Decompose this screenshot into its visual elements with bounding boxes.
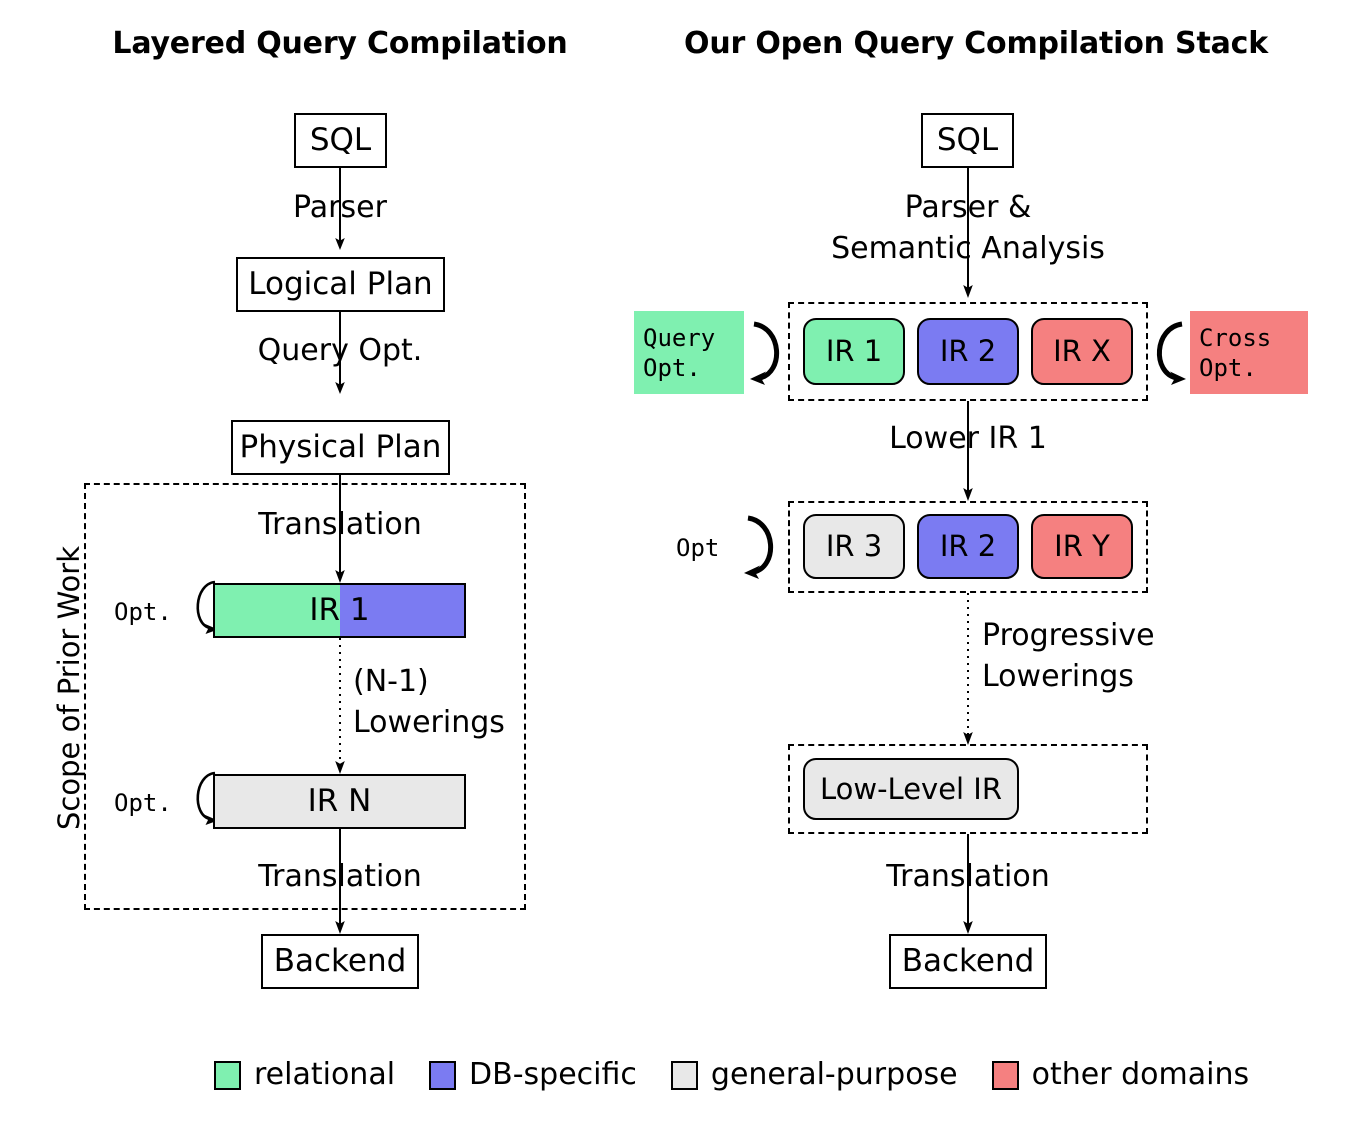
- cross-opt-arrow-icon: [1157, 321, 1186, 385]
- right-ir-row2-chip-0[interactable]: IR 3: [803, 514, 905, 579]
- right-arrow-parser: [963, 168, 973, 298]
- left-ir1-half-db-specific: [339, 585, 464, 636]
- legend-label-relational: relational: [254, 1057, 396, 1092]
- right-ir-row2-chip-1[interactable]: IR 2: [917, 514, 1019, 579]
- legend-item-2: general-purpose: [670, 1057, 958, 1092]
- right-edge-label-parser-b: Semantic Analysis: [831, 231, 1105, 266]
- left-arrow-parser: [335, 168, 345, 250]
- left-edge-label-query-opt: Query Opt.: [257, 333, 423, 368]
- legend-label-general-purpose: general-purpose: [710, 1057, 958, 1092]
- right-arrow-translation: [963, 834, 973, 934]
- right-arrow-lower-ir1: [963, 401, 973, 501]
- legend-item-3: other domains: [991, 1057, 1250, 1092]
- legend-swatch-relational: [214, 1060, 241, 1090]
- legend-item-1: DB-specific: [429, 1060, 637, 1090]
- left-edge-label-translation-top: Translation: [258, 507, 422, 542]
- right-edge-label-translation: Translation: [886, 859, 1050, 894]
- right-node-sql[interactable]: SQL: [921, 113, 1014, 168]
- right-ir-row1-chip-0[interactable]: IR 1: [803, 318, 905, 385]
- right-arrow-progressive-lowerings: [963, 593, 973, 745]
- legend: relational DB-specific general-purpose o…: [214, 1053, 1249, 1097]
- left-node-logical-plan[interactable]: Logical Plan: [236, 257, 445, 312]
- right-edge-label-lower-ir1: Lower IR 1: [889, 421, 1047, 456]
- legend-label-other-domains: other domains: [1031, 1057, 1250, 1092]
- right-column-title: Our Open Query Compilation Stack: [684, 26, 1268, 61]
- legend-swatch-general-purpose: [670, 1060, 698, 1090]
- right-low-level-ir-chip[interactable]: Low-Level IR: [803, 758, 1019, 820]
- left-opt-loop-bottom-icon: [196, 771, 218, 825]
- left-column-title: Layered Query Compilation: [112, 26, 568, 61]
- right-node-backend[interactable]: Backend: [889, 934, 1047, 989]
- right-opt-loop-icon: [744, 515, 773, 579]
- right-ir-row2-chip-2[interactable]: IR Y: [1031, 514, 1133, 579]
- left-ir1-half-relational: [215, 585, 340, 636]
- right-ir-row-1: IR 1 IR 2 IR X: [803, 318, 1133, 385]
- query-opt-arrow-icon: [750, 321, 779, 385]
- right-opt-loop-label: Opt: [676, 534, 720, 562]
- legend-swatch-db-specific: [429, 1060, 457, 1090]
- right-low-level-ir-frame: [788, 744, 1148, 834]
- left-edge-label-lowerings-a: (N-1): [353, 664, 429, 699]
- scope-of-prior-work-frame: [84, 483, 526, 910]
- left-edge-label-translation-bottom: Translation: [258, 859, 422, 894]
- right-ir-row1-chip-1[interactable]: IR 2: [917, 318, 1019, 385]
- left-ir1-label: IR 1: [309, 592, 370, 628]
- left-irn-box[interactable]: IR N: [213, 774, 466, 829]
- left-edge-label-lowerings-b: Lowerings: [353, 705, 505, 740]
- legend-label-db-specific: DB-specific: [469, 1057, 637, 1092]
- right-edge-label-progressive-a: Progressive: [982, 618, 1155, 653]
- left-node-sql[interactable]: SQL: [294, 113, 387, 168]
- left-arrow-translation-bottom: [335, 829, 345, 934]
- left-arrow-lowerings: [335, 638, 345, 774]
- cross-opt-box[interactable]: Cross Opt.: [1190, 311, 1308, 394]
- scope-of-prior-work-label: Scope of Prior Work: [52, 545, 86, 830]
- left-node-physical-plan[interactable]: Physical Plan: [231, 420, 450, 475]
- legend-item-0: relational: [214, 1060, 395, 1090]
- left-opt-loop-bottom-label: Opt.: [114, 789, 172, 817]
- left-ir1-bar[interactable]: IR 1: [213, 583, 466, 638]
- left-arrow-query-opt: [335, 312, 345, 394]
- right-ir-row1-chip-2[interactable]: IR X: [1031, 318, 1133, 385]
- left-opt-loop-top-icon: [196, 580, 218, 634]
- left-arrow-translation-top: [335, 475, 345, 583]
- left-opt-loop-top-label: Opt.: [114, 598, 172, 626]
- legend-swatch-other-domains: [991, 1060, 1019, 1090]
- right-edge-label-progressive-b: Lowerings: [982, 659, 1134, 694]
- right-edge-label-parser-a: Parser &: [904, 190, 1032, 225]
- left-edge-label-parser: Parser: [293, 190, 387, 225]
- right-ir-row-2-frame: [788, 501, 1148, 593]
- right-ir-row-1-frame: [788, 302, 1148, 401]
- query-opt-box[interactable]: Query Opt.: [634, 311, 744, 394]
- right-ir-row-2: IR 3 IR 2 IR Y: [803, 514, 1133, 579]
- left-node-backend[interactable]: Backend: [261, 934, 419, 989]
